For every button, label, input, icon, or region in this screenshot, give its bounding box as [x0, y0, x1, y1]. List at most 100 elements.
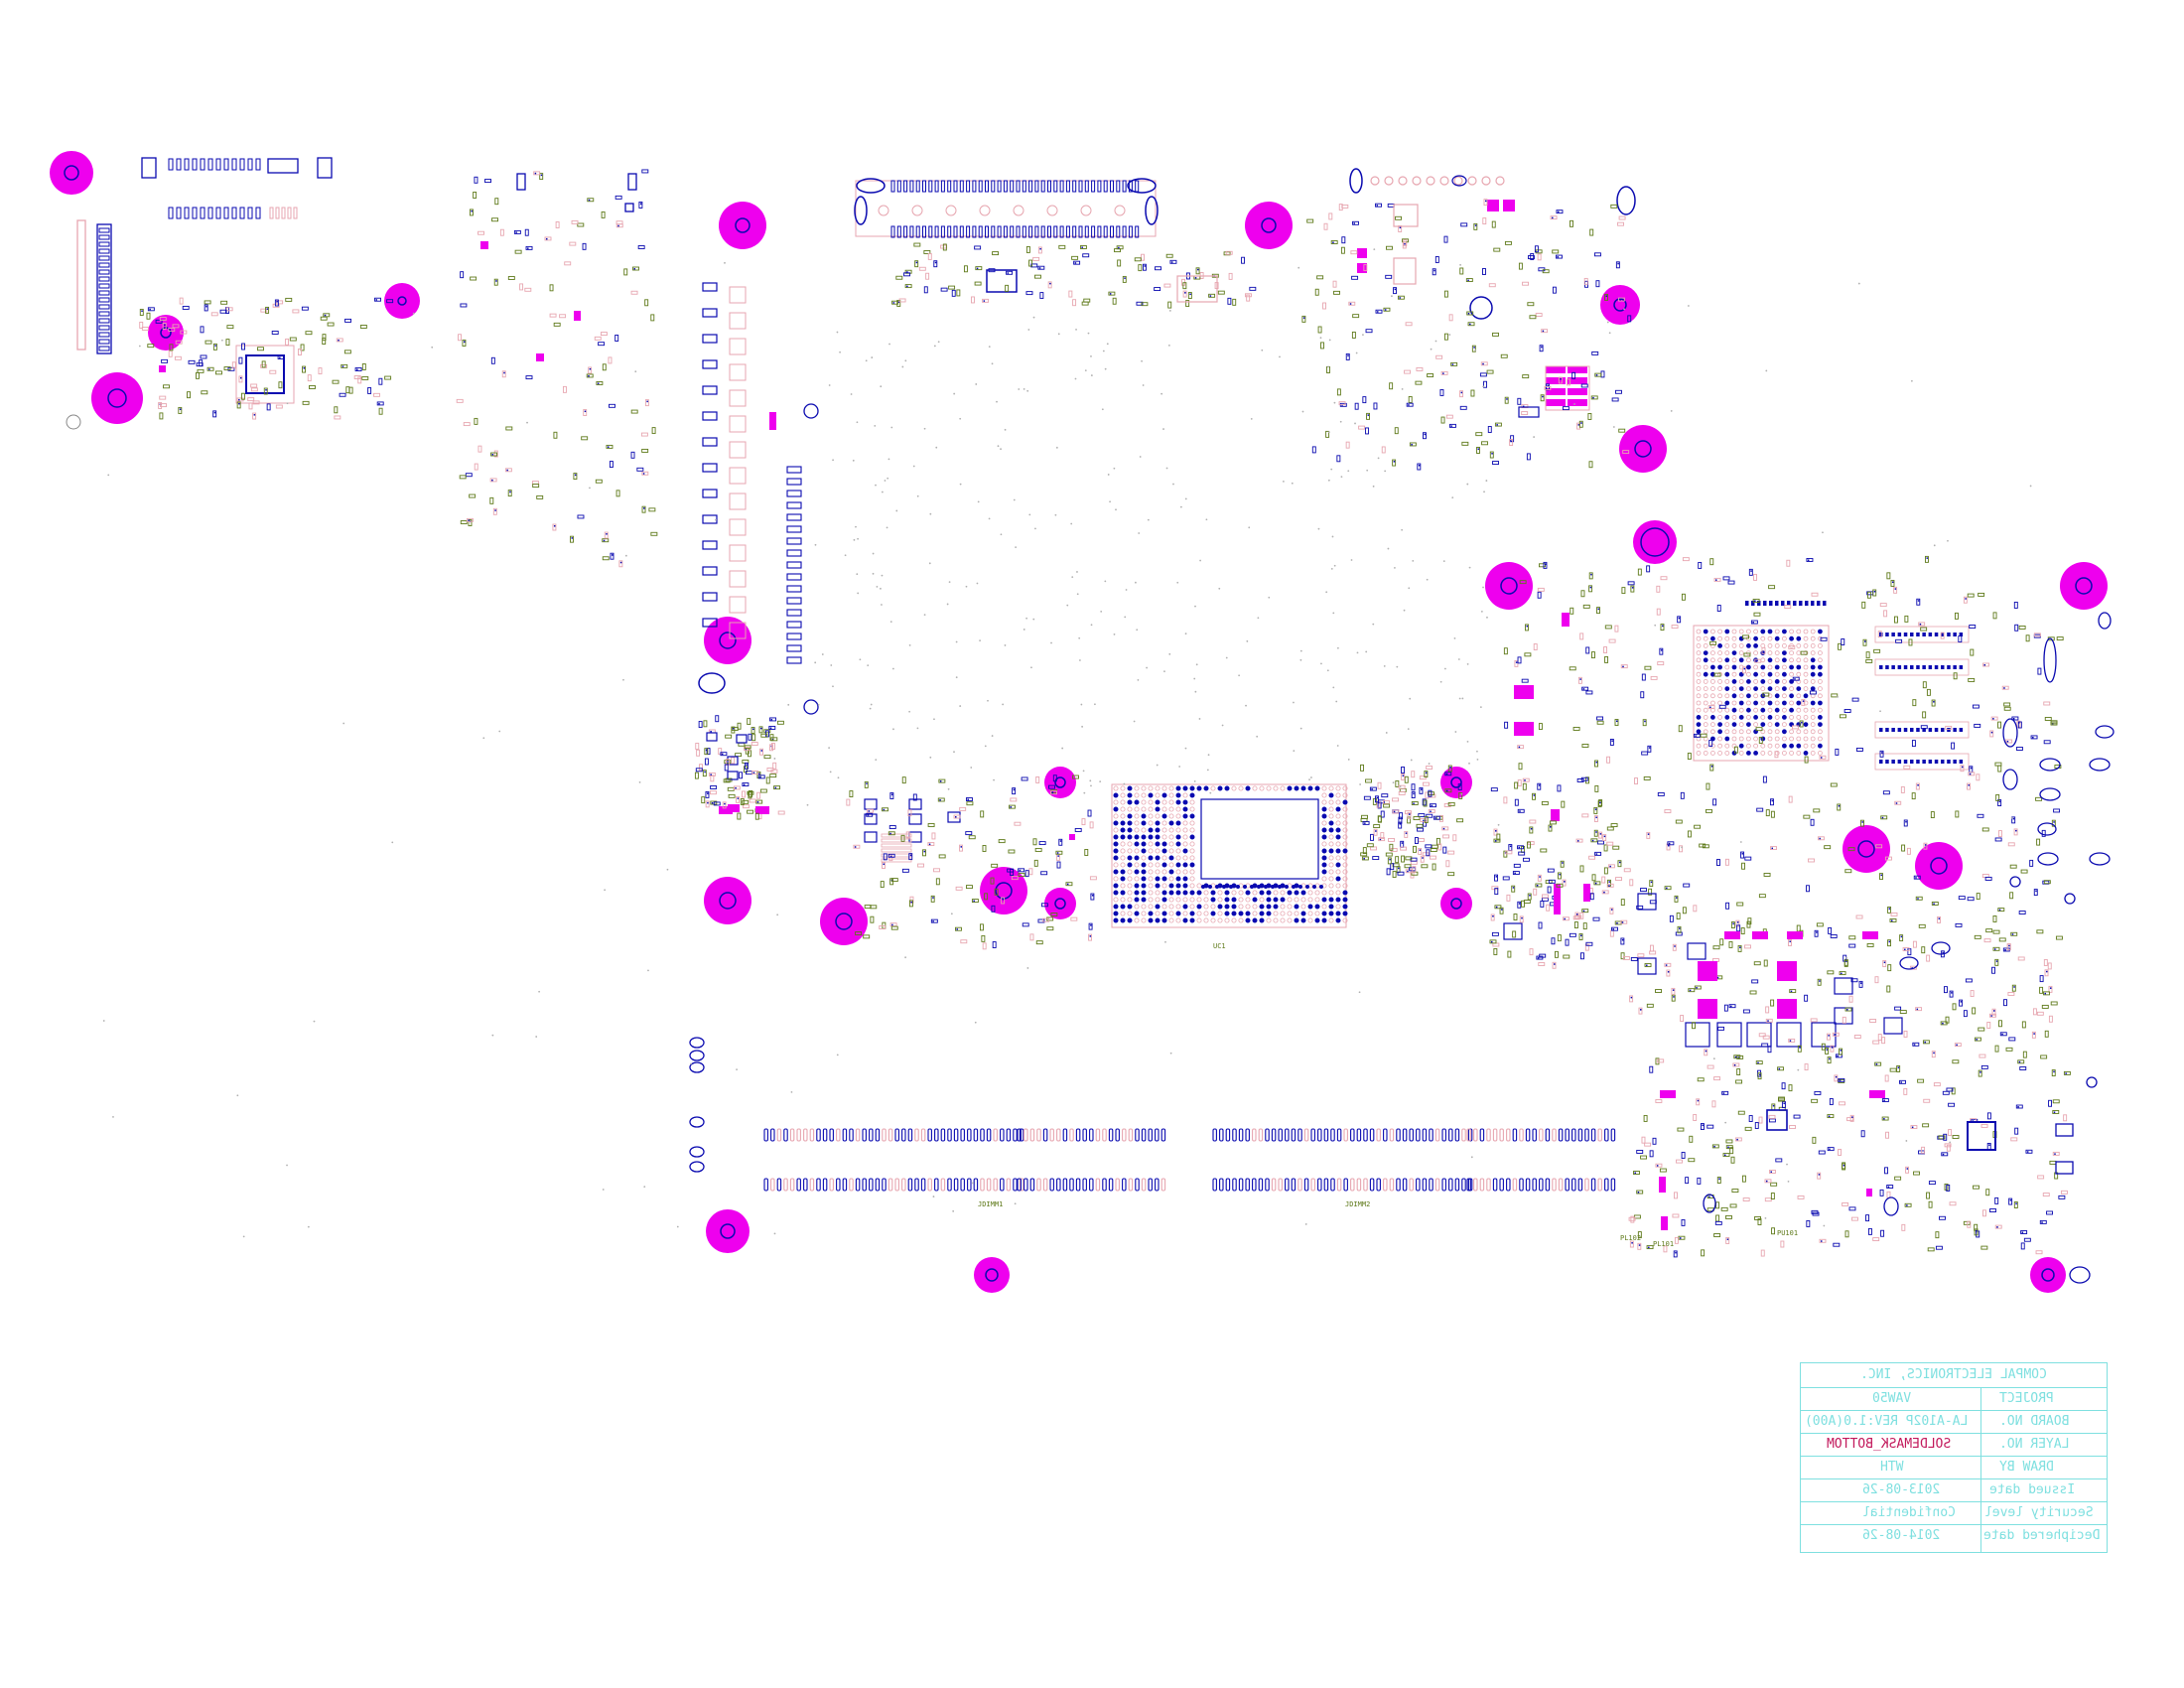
ball: [1328, 869, 1334, 875]
ball: [1168, 841, 1174, 847]
pin: [1028, 180, 1033, 193]
via: [959, 705, 962, 707]
ball: [1127, 883, 1133, 889]
pad-dot: [1580, 422, 1582, 424]
passive: [2043, 740, 2051, 745]
via: [1370, 176, 1380, 186]
passive: [1338, 204, 1343, 211]
passive: [180, 330, 188, 335]
passive: [1677, 1127, 1685, 1132]
passive: [1320, 342, 1324, 350]
ball: [1710, 635, 1715, 641]
pad-dot: [1399, 823, 1402, 825]
via: [391, 841, 394, 844]
passive: [1618, 215, 1626, 220]
pad-dot: [1709, 706, 1711, 709]
mounting-hole: [820, 898, 868, 945]
pad-dot: [1819, 837, 1821, 840]
passive: [1399, 812, 1404, 820]
dimm-pin: [1610, 1128, 1616, 1142]
pad-dot: [1424, 433, 1426, 436]
passive: [1035, 775, 1040, 783]
passive: [600, 332, 608, 337]
ball: [1760, 729, 1766, 735]
passive: [1842, 1201, 1849, 1206]
ball: [1738, 686, 1744, 691]
ball: [1168, 848, 1174, 854]
component: [729, 363, 747, 381]
ball: [1155, 834, 1160, 840]
passive: [1913, 875, 1921, 880]
pad-dot: [1734, 1055, 1737, 1058]
component: [702, 592, 718, 602]
vram-pad: [1885, 728, 1889, 732]
passive: [1725, 1237, 1730, 1244]
passive: [1757, 1218, 1762, 1225]
via: [1090, 374, 1093, 376]
passive: [1997, 908, 2005, 913]
passive: [1360, 764, 1365, 772]
passive: [582, 242, 587, 250]
passive: [1550, 215, 1558, 220]
passive: [1838, 1077, 1845, 1082]
passive: [704, 758, 709, 766]
pin: [1022, 180, 1026, 193]
passive: [979, 923, 984, 931]
ball: [1175, 897, 1181, 903]
passive: [206, 366, 214, 371]
passive: [1750, 620, 1758, 625]
ball: [1127, 904, 1133, 910]
passive: [1445, 860, 1450, 868]
ball: [1328, 827, 1334, 833]
via: [1739, 841, 1742, 843]
passive: [2043, 701, 2051, 706]
pad-dot: [1422, 857, 1424, 859]
pad-dot: [1547, 384, 1549, 387]
ball: [1203, 904, 1209, 910]
passive: [1552, 249, 1560, 254]
passive: [763, 729, 771, 734]
passive: [1765, 809, 1770, 817]
via: [821, 653, 824, 655]
ball: [1803, 700, 1809, 706]
passive: [1676, 1159, 1683, 1164]
ball: [1300, 897, 1306, 903]
passive: [1958, 635, 1963, 643]
pin: [1097, 225, 1102, 238]
passive: [1970, 648, 1975, 656]
pin: [98, 248, 110, 254]
passive: [1711, 1100, 1716, 1108]
ball: [1717, 751, 1722, 756]
passive: [1903, 1087, 1908, 1095]
pad-dot: [710, 774, 712, 775]
pad-dot: [1754, 600, 1756, 602]
passive: [1797, 1045, 1802, 1053]
mosfet-pad: [1568, 388, 1587, 395]
passive: [1817, 836, 1825, 841]
passive: [1390, 863, 1395, 871]
passive: [2008, 1037, 2016, 1042]
pad-dot: [1839, 1079, 1842, 1081]
pad-dot: [1509, 845, 1512, 848]
passive: [1603, 844, 1608, 852]
slot-hole: [2089, 758, 2111, 772]
passive: [1730, 921, 1735, 928]
passive: [754, 812, 759, 820]
ball: [1141, 890, 1147, 896]
ball: [1155, 883, 1160, 889]
ball: [1245, 785, 1251, 791]
passive: [1713, 672, 1721, 677]
passive: [1657, 792, 1665, 796]
ball: [1148, 792, 1154, 798]
hole-ring: [64, 165, 79, 181]
ball: [1703, 635, 1708, 641]
passive: [1963, 1010, 1968, 1018]
ball: [1818, 729, 1823, 735]
pad-dot: [1393, 810, 1396, 813]
ball: [1703, 686, 1708, 691]
pad-dot: [711, 802, 714, 804]
passive: [765, 776, 770, 784]
ball: [1287, 890, 1293, 896]
via: [1466, 662, 1469, 665]
passive: [2011, 816, 2016, 824]
